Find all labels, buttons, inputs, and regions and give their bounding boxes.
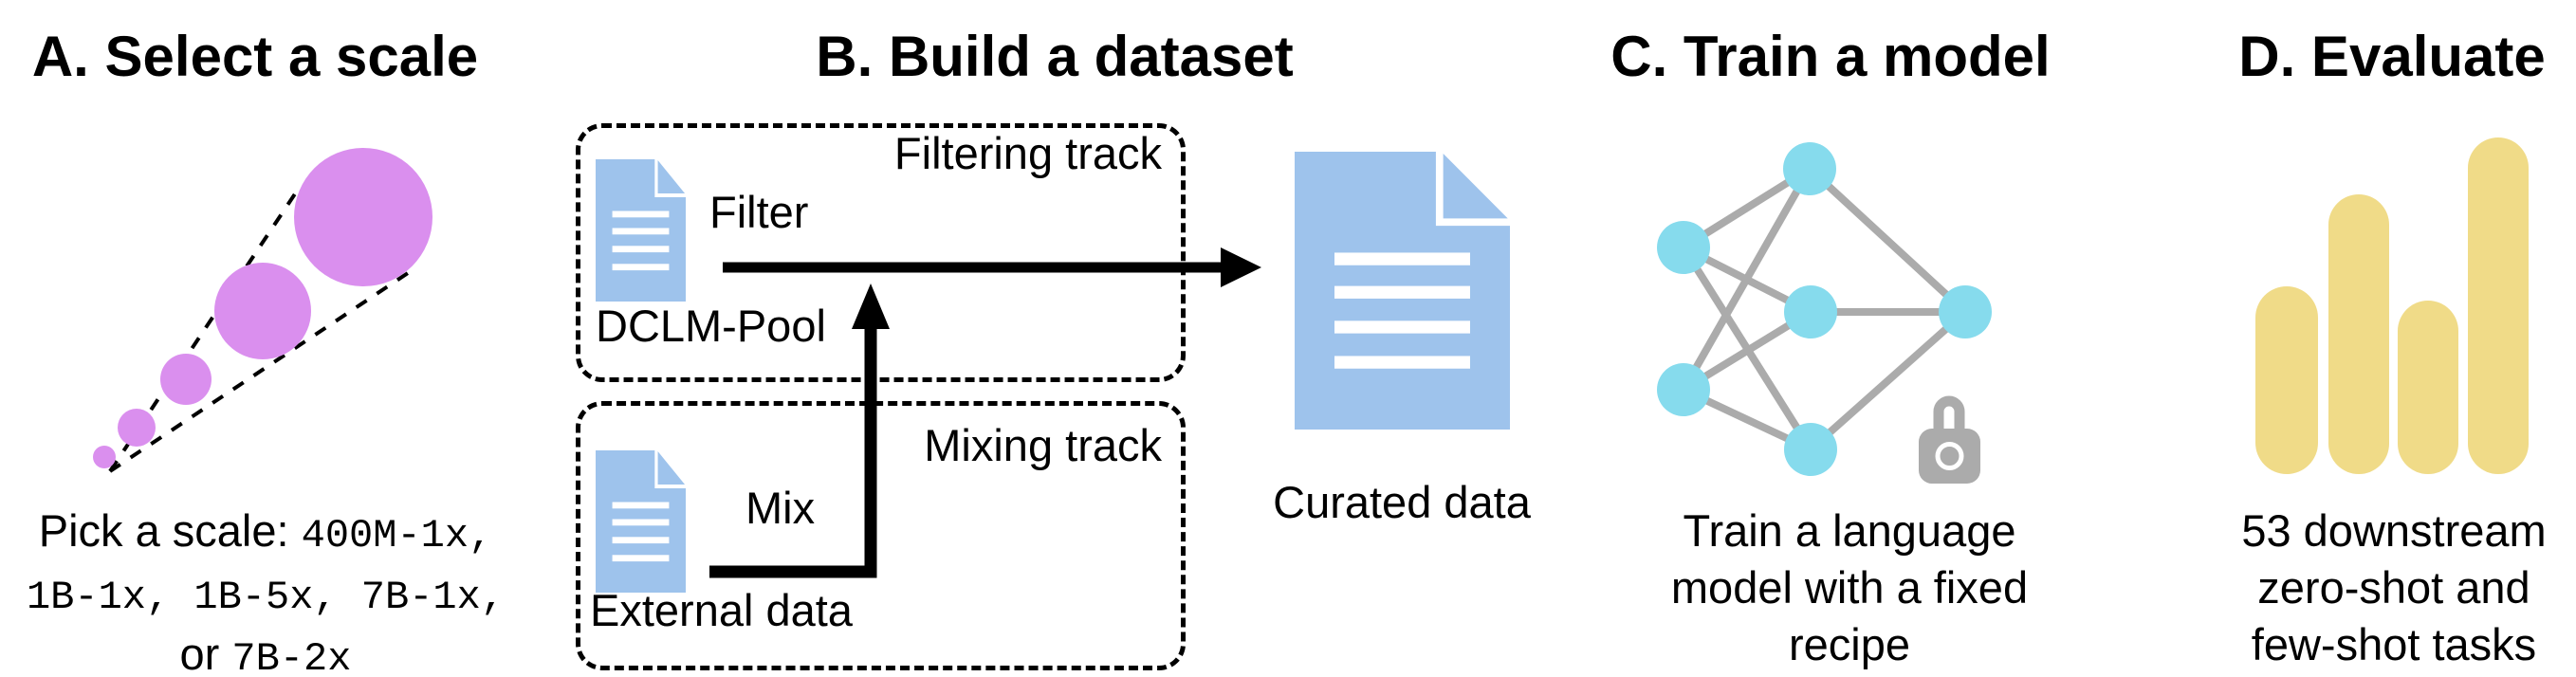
- evaluate-caption-line2: zero-shot and: [2257, 562, 2530, 613]
- pick-a-scale-caption-line: or 7B-2x: [179, 629, 352, 677]
- mixing-track-label: Mixing track: [924, 420, 1162, 470]
- filtering-track-box: [576, 123, 1186, 382]
- filter-label: Filter: [709, 187, 809, 237]
- train-model-caption-line2: model with a fixed: [1670, 562, 2029, 613]
- curated-data-label: Curated data: [1273, 477, 1531, 527]
- mix-label: Mix: [745, 483, 816, 533]
- evaluate-caption: 53 downstream zero-shot and few-shot tas…: [2062, 503, 2576, 673]
- pick-a-scale-caption: Pick a scale: 400M-1x, 1B-1x, 1B-5x, 7B-1…: [0, 503, 598, 677]
- evaluate-bar: [2328, 194, 2389, 474]
- evaluate-bar: [2398, 301, 2458, 474]
- neural-network-graphic: [1657, 142, 1992, 476]
- evaluate-bar: [2255, 286, 2318, 474]
- evaluate-bar: [2468, 137, 2529, 474]
- document-icon-curated-data: [1295, 152, 1510, 430]
- document-icon-dclm-pool: [596, 159, 686, 302]
- train-model-caption-line1: Train a language: [1683, 505, 2016, 556]
- section-c-title: C. Train a model: [1610, 25, 2051, 88]
- document-icon-external-data: [596, 450, 686, 593]
- train-model-caption-line3: recipe: [1788, 619, 1910, 669]
- section-a-title: A. Select a scale: [31, 25, 479, 88]
- section-b-title: B. Build a dataset: [816, 25, 1294, 88]
- external-data-label: External data: [590, 585, 853, 635]
- scale-cone: [93, 148, 432, 473]
- train-model-caption: Train a language model with a fixed reci…: [1518, 503, 2181, 673]
- filtering-track-label: Filtering track: [893, 128, 1162, 178]
- pick-a-scale-caption-line: 1B-1x, 1B-5x, 7B-1x,: [26, 575, 506, 620]
- pick-a-scale-caption-line: Pick a scale: 400M-1x,: [38, 505, 493, 558]
- lock-icon: [1919, 395, 1980, 484]
- mixing-track-box: [576, 401, 1186, 670]
- section-d-title: D. Evaluate: [2238, 25, 2546, 88]
- evaluate-caption-line1: 53 downstream: [2241, 505, 2547, 556]
- evaluate-caption-line3: few-shot tasks: [2251, 619, 2537, 669]
- dclm-pool-label: DCLM-Pool: [596, 301, 826, 351]
